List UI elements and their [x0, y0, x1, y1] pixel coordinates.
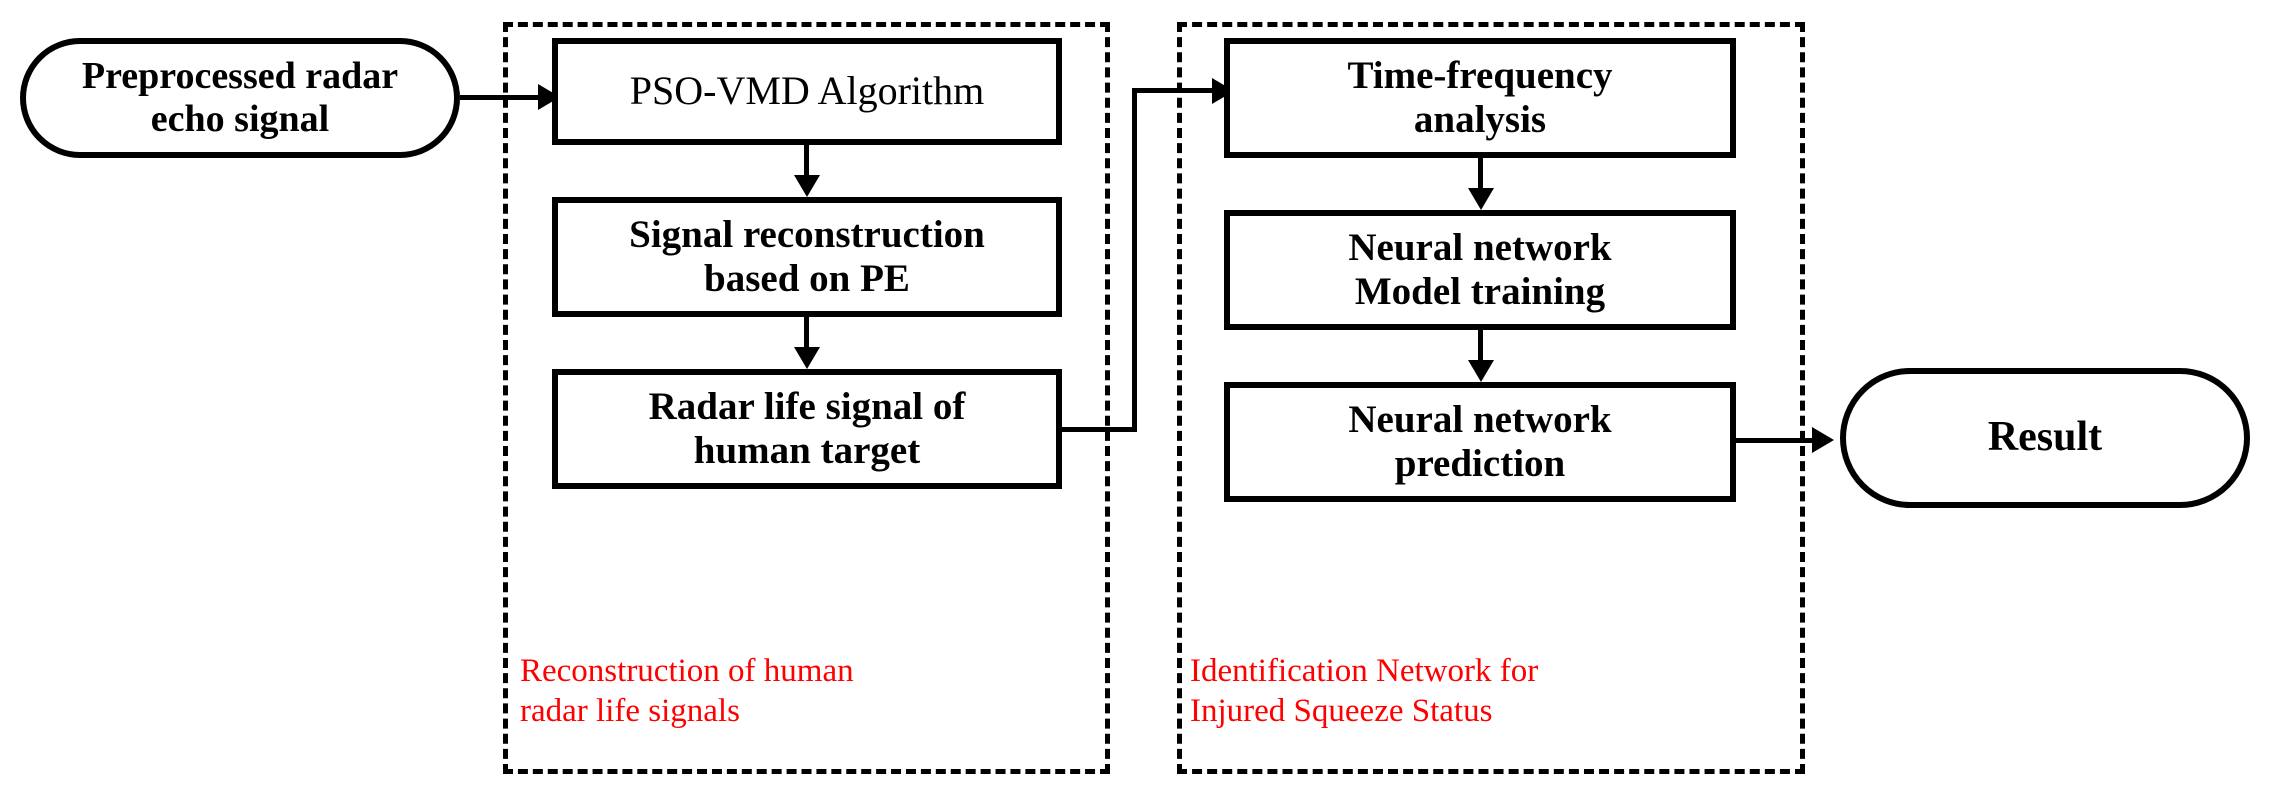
- connector-radar-life-to-tfa-segment-vertical: [1132, 90, 1137, 430]
- process-box-time-frequency-analysis[interactable]: Time-frequency analysis: [1224, 38, 1736, 158]
- process-box-pso-vmd-algorithm[interactable]: PSO-VMD Algorithm: [552, 38, 1062, 145]
- process-box-neural-network-prediction[interactable]: Neural network prediction: [1224, 382, 1736, 502]
- connector-prediction-to-result-arrowhead: [1812, 427, 1834, 453]
- group-identification-network-for-injured-squeeze-status: [1177, 22, 1805, 774]
- group-caption-identification-network-for-injured-squeeze-status: Identification Network for Injured Squee…: [1190, 653, 1539, 729]
- start-node-preprocessed-radar-echo-signal[interactable]: Preprocessed radar echo signal: [20, 38, 460, 158]
- group-caption-reconstruction-of-human-radar-life-signals: Reconstruction of human radar life signa…: [520, 653, 854, 729]
- process-box-signal-reconstruction-label: Signal reconstruction based on PE: [629, 213, 985, 300]
- connector-prediction-to-result-line: [1734, 438, 1819, 443]
- end-node-label: Result: [1987, 414, 2103, 461]
- connector-tfa-to-training-line: [1478, 158, 1483, 194]
- connector-training-to-prediction-arrowhead: [1468, 360, 1494, 382]
- start-node-label: Preprocessed radar echo signal: [81, 55, 399, 140]
- process-box-neural-network-prediction-label: Neural network prediction: [1348, 398, 1612, 485]
- connector-start-to-pso-line: [460, 95, 545, 100]
- process-box-time-frequency-analysis-label: Time-frequency analysis: [1347, 54, 1613, 141]
- connector-reconstruction-to-radar-life-line: [804, 317, 809, 353]
- process-box-radar-life-signal-of-human-target[interactable]: Radar life signal of human target: [552, 369, 1062, 489]
- connector-pso-to-reconstruction-line: [804, 145, 809, 181]
- connector-radar-life-to-tfa-segment-horizontal-in: [1132, 88, 1218, 93]
- connector-reconstruction-to-radar-life-arrowhead: [794, 347, 820, 369]
- connector-training-to-prediction-line: [1478, 330, 1483, 366]
- end-node-result[interactable]: Result: [1840, 368, 2250, 508]
- process-box-signal-reconstruction-based-on-pe[interactable]: Signal reconstruction based on PE: [552, 197, 1062, 317]
- group-reconstruction-of-human-radar-life-signals: [503, 22, 1110, 774]
- connector-tfa-to-training-arrowhead: [1468, 188, 1494, 210]
- connector-pso-to-reconstruction-arrowhead: [794, 175, 820, 197]
- process-box-pso-vmd-algorithm-label: PSO-VMD Algorithm: [629, 68, 985, 114]
- process-box-neural-network-model-training-label: Neural network Model training: [1348, 226, 1612, 313]
- process-box-radar-life-signal-label: Radar life signal of human target: [648, 385, 966, 472]
- connector-radar-life-to-tfa-segment-horizontal-out: [1060, 427, 1137, 432]
- process-box-neural-network-model-training[interactable]: Neural network Model training: [1224, 210, 1736, 330]
